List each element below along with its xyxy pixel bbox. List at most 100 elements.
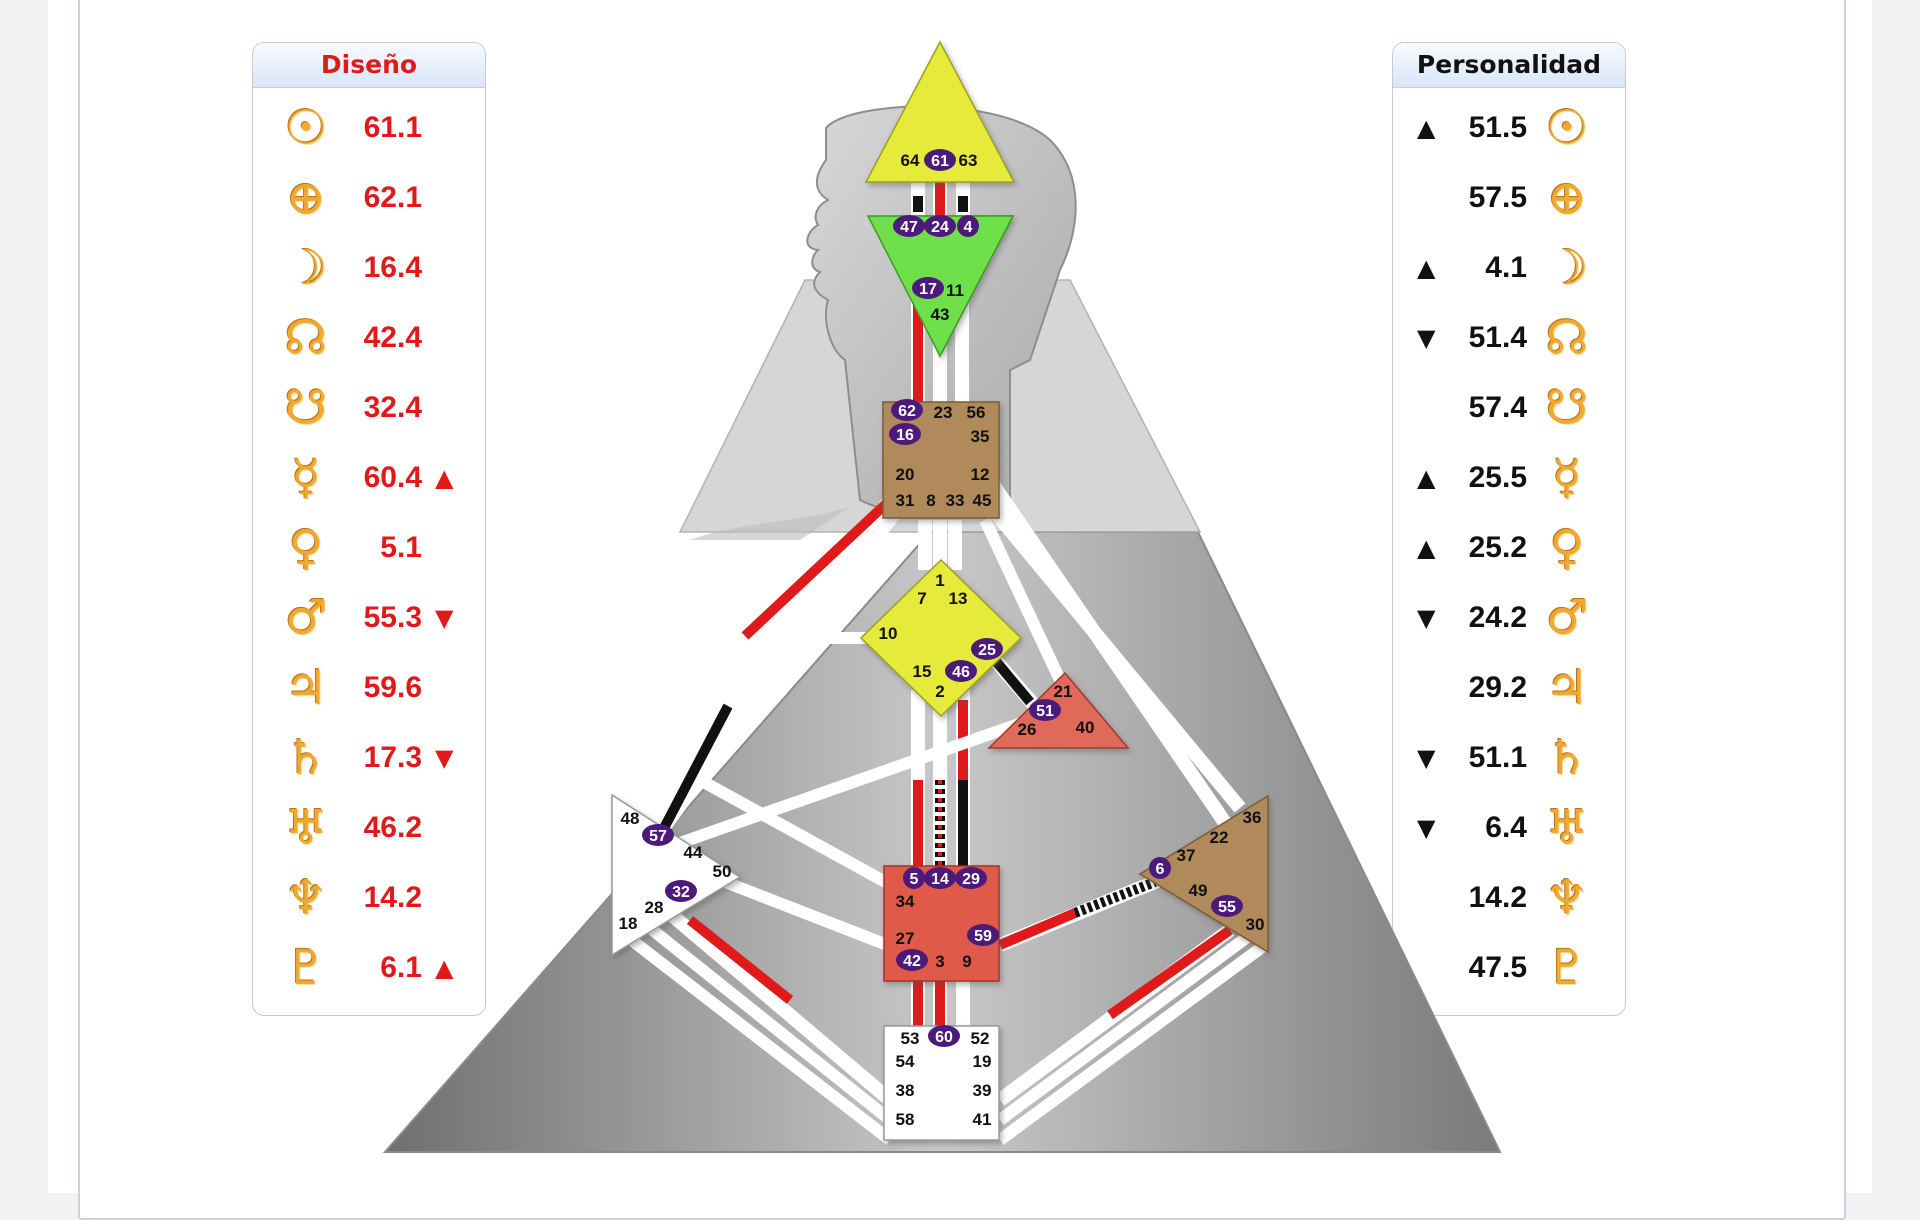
active-gate-marker [896,949,928,971]
gate-number: 24 [931,219,949,236]
gate-53: 53 [901,1029,920,1048]
gate-number: 21 [1054,682,1073,701]
gate-number: 62 [898,403,916,420]
gate-4: 4 [957,215,979,237]
mars-icon: ♂ [284,590,328,646]
gate-17: 17 [912,277,944,299]
gate-number: 39 [973,1081,992,1100]
detriment-arrow-icon: ▼ [1417,604,1436,632]
personality-gate-value: 14.2 [1468,881,1527,914]
gate-number: 38 [896,1081,915,1100]
design-row-south-node: ☋32.4 [253,373,485,443]
saturn-icon: ♄ [1545,730,1589,786]
gate-number: 16 [896,427,914,444]
earth-icon: ⊕ [285,170,327,226]
gate-3: 3 [935,952,944,971]
gate-number: 3 [935,952,944,971]
gate-7: 7 [917,589,926,608]
gate-number: 29 [962,871,980,888]
gate-number: 17 [919,281,937,298]
personality-gate-value: 29.2 [1468,671,1527,704]
gate-23: 23 [934,403,953,422]
gate-number: 53 [901,1029,920,1048]
personality-row-earth: ⊕ 57.5 [1393,163,1625,233]
design-gate-value: 62.1 [363,181,422,214]
design-row-saturn: ♄17.3▼ [253,723,485,793]
active-gate-marker [928,1025,960,1047]
active-gate-marker [891,399,923,421]
gate-1: 1 [935,571,944,590]
design-row-uranus: ♅46.2 [253,793,485,863]
gate-number: 59 [974,928,992,945]
active-gate-marker [924,215,956,237]
active-gate-marker [1211,895,1243,917]
gate-number: 14 [931,871,949,888]
gate-43: 43 [931,305,950,324]
active-gate-marker [967,924,999,946]
detriment-arrow-icon: ▼ [1417,744,1436,772]
personality-panel: Personalidad ☉51.5▲⊕57.5☽4.1▲☊51.4▼☋57.4… [1392,42,1626,1016]
gate-31: 31 [896,491,915,510]
design-row-sun: ☉61.1 [253,93,485,163]
personality-row-neptune: ♆ 14.2 [1393,863,1625,933]
gate-number: 20 [896,465,915,484]
pluto-icon: ♇ [284,940,328,996]
gate-number: 4 [964,219,973,236]
gate-49: 49 [1189,881,1208,900]
personality-row-south-node: ☋57.4 [1393,373,1625,443]
gate-47: 47 [893,215,925,237]
gate-number: 12 [971,465,990,484]
neptune-icon: ♆ [1545,870,1589,926]
gate-10: 10 [879,624,898,643]
earth-icon: ⊕ [1546,170,1588,226]
design-row-moon: ☽16.4 [253,233,485,303]
gate-number: 9 [962,952,971,971]
gate-number: 61 [931,153,949,170]
personality-gate-value: 4.1 [1485,251,1527,284]
gate-62: 62 [891,399,923,421]
gate-number: 63 [959,151,978,170]
active-gate-marker [912,277,944,299]
personality-panel-title: Personalidad [1393,43,1625,88]
personality-gate-value: 57.5 [1468,181,1527,214]
active-gate-marker [955,867,987,889]
gate-number: 13 [949,589,968,608]
gate-55: 55 [1211,895,1243,917]
mars-icon: ♂ [1545,590,1589,646]
design-row-mars: ♂55.3▼ [253,583,485,653]
gate-16: 16 [889,423,921,445]
gate-32: 32 [665,880,697,902]
gate-number: 46 [952,664,970,681]
detriment-arrow-icon: ▼ [1417,814,1436,842]
gate-number: 35 [971,427,990,446]
gate-6: 6 [1149,857,1171,879]
exalted-arrow-icon: ▲ [1417,114,1436,142]
gate-number: 1 [935,571,944,590]
mercury-icon: ☿ [291,450,321,506]
moon-icon: ☽ [1545,240,1589,296]
design-gate-value: 59.6 [363,671,422,704]
active-gate-marker [957,215,979,237]
design-row-venus: ♀5.1 [253,513,485,583]
throat-center [882,401,1000,519]
gate-58: 58 [896,1110,915,1129]
gate-8: 8 [926,491,935,510]
gate-44: 44 [684,843,703,862]
neptune-icon: ♆ [284,870,328,926]
personality-gate-value: 25.5 [1468,461,1527,494]
gate-12: 12 [971,465,990,484]
design-gate-value: 46.2 [363,811,422,844]
gate-number: 51 [1036,703,1054,720]
gate-number: 37 [1177,846,1196,865]
exalted-arrow-icon: ▲ [1417,254,1436,282]
gate-number: 64 [901,151,920,170]
personality-row-north-node: ☊51.4▼ [1393,303,1625,373]
gate-number: 45 [973,491,992,510]
design-row-earth: ⊕ 62.1 [253,163,485,233]
gate-59: 59 [967,924,999,946]
personality-gate-value: 57.4 [1468,391,1527,424]
design-panel-title: Diseño [253,43,485,88]
design-panel: Diseño ☉61.1⊕62.1☽16.4☊42.4☋32.4☿60.4▲♀5… [252,42,486,1016]
design-gate-value: 61.1 [363,111,422,144]
active-gate-marker [971,638,1003,660]
